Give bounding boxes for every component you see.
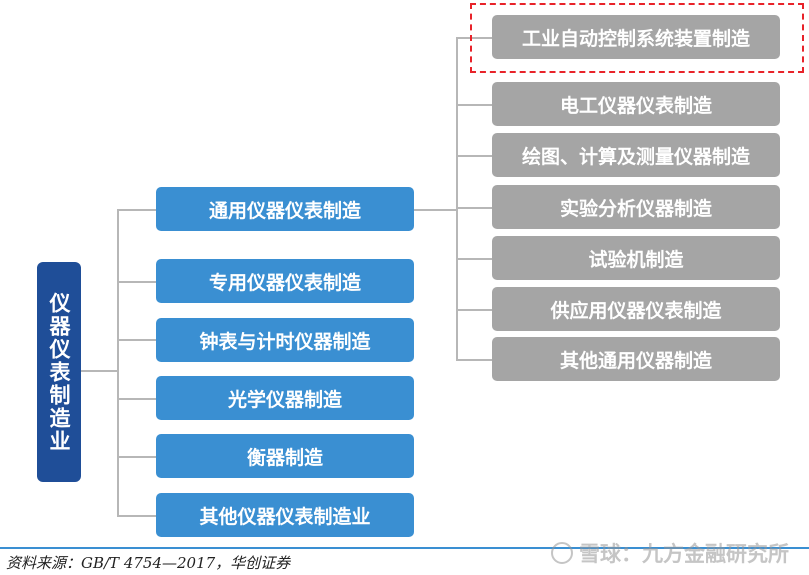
node-electrical-instruments: 电工仪器仪表制造 [492, 82, 780, 126]
connector-sub-2 [456, 155, 492, 157]
connector-sub-0 [456, 37, 492, 39]
connector-mid-3 [117, 398, 156, 400]
connector-mid-5 [117, 515, 156, 517]
node-special-instruments: 专用仪器仪表制造 [156, 259, 414, 303]
connector-mid-4 [117, 456, 156, 458]
node-lab-analysis: 实验分析仪器制造 [492, 185, 780, 229]
node-weighing-instruments: 衡器制造 [156, 434, 414, 478]
connector-root-stub [81, 370, 118, 372]
source-note: 资料来源：GB/T 4754—2017，华创证券 [6, 554, 291, 572]
connector-sub-3 [456, 207, 492, 209]
node-clocks-timing: 钟表与计时仪器制造 [156, 318, 414, 362]
node-drawing-measuring: 绘图、计算及测量仪器制造 [492, 133, 780, 177]
node-industrial-automation: 工业自动控制系统装置制造 [492, 15, 780, 59]
connector-general-stub [414, 209, 457, 211]
connector-root-trunk [117, 209, 119, 516]
footer-rule [0, 547, 809, 549]
highlight-frame [470, 3, 804, 73]
connector-mid-1 [117, 281, 156, 283]
node-general-instruments: 通用仪器仪表制造 [156, 187, 414, 231]
connector-sub-trunk [456, 37, 458, 360]
node-optical-instruments: 光学仪器制造 [156, 376, 414, 420]
connector-sub-1 [456, 104, 492, 106]
watermark: 雪球：九方金融研究所 [551, 538, 789, 568]
node-testing-machines: 试验机制造 [492, 236, 780, 280]
snowball-icon [551, 542, 573, 564]
root-node: 仪器仪表制造业 [37, 262, 81, 482]
connector-sub-6 [456, 359, 492, 361]
connector-mid-2 [117, 339, 156, 341]
watermark-text: 雪球：九方金融研究所 [579, 542, 789, 566]
connector-sub-5 [456, 309, 492, 311]
node-other-instruments: 其他仪器仪表制造业 [156, 493, 414, 537]
connector-sub-4 [456, 258, 492, 260]
connector-mid-0 [117, 209, 156, 211]
node-other-general: 其他通用仪器制造 [492, 337, 780, 381]
node-supply-instruments: 供应用仪器仪表制造 [492, 287, 780, 331]
